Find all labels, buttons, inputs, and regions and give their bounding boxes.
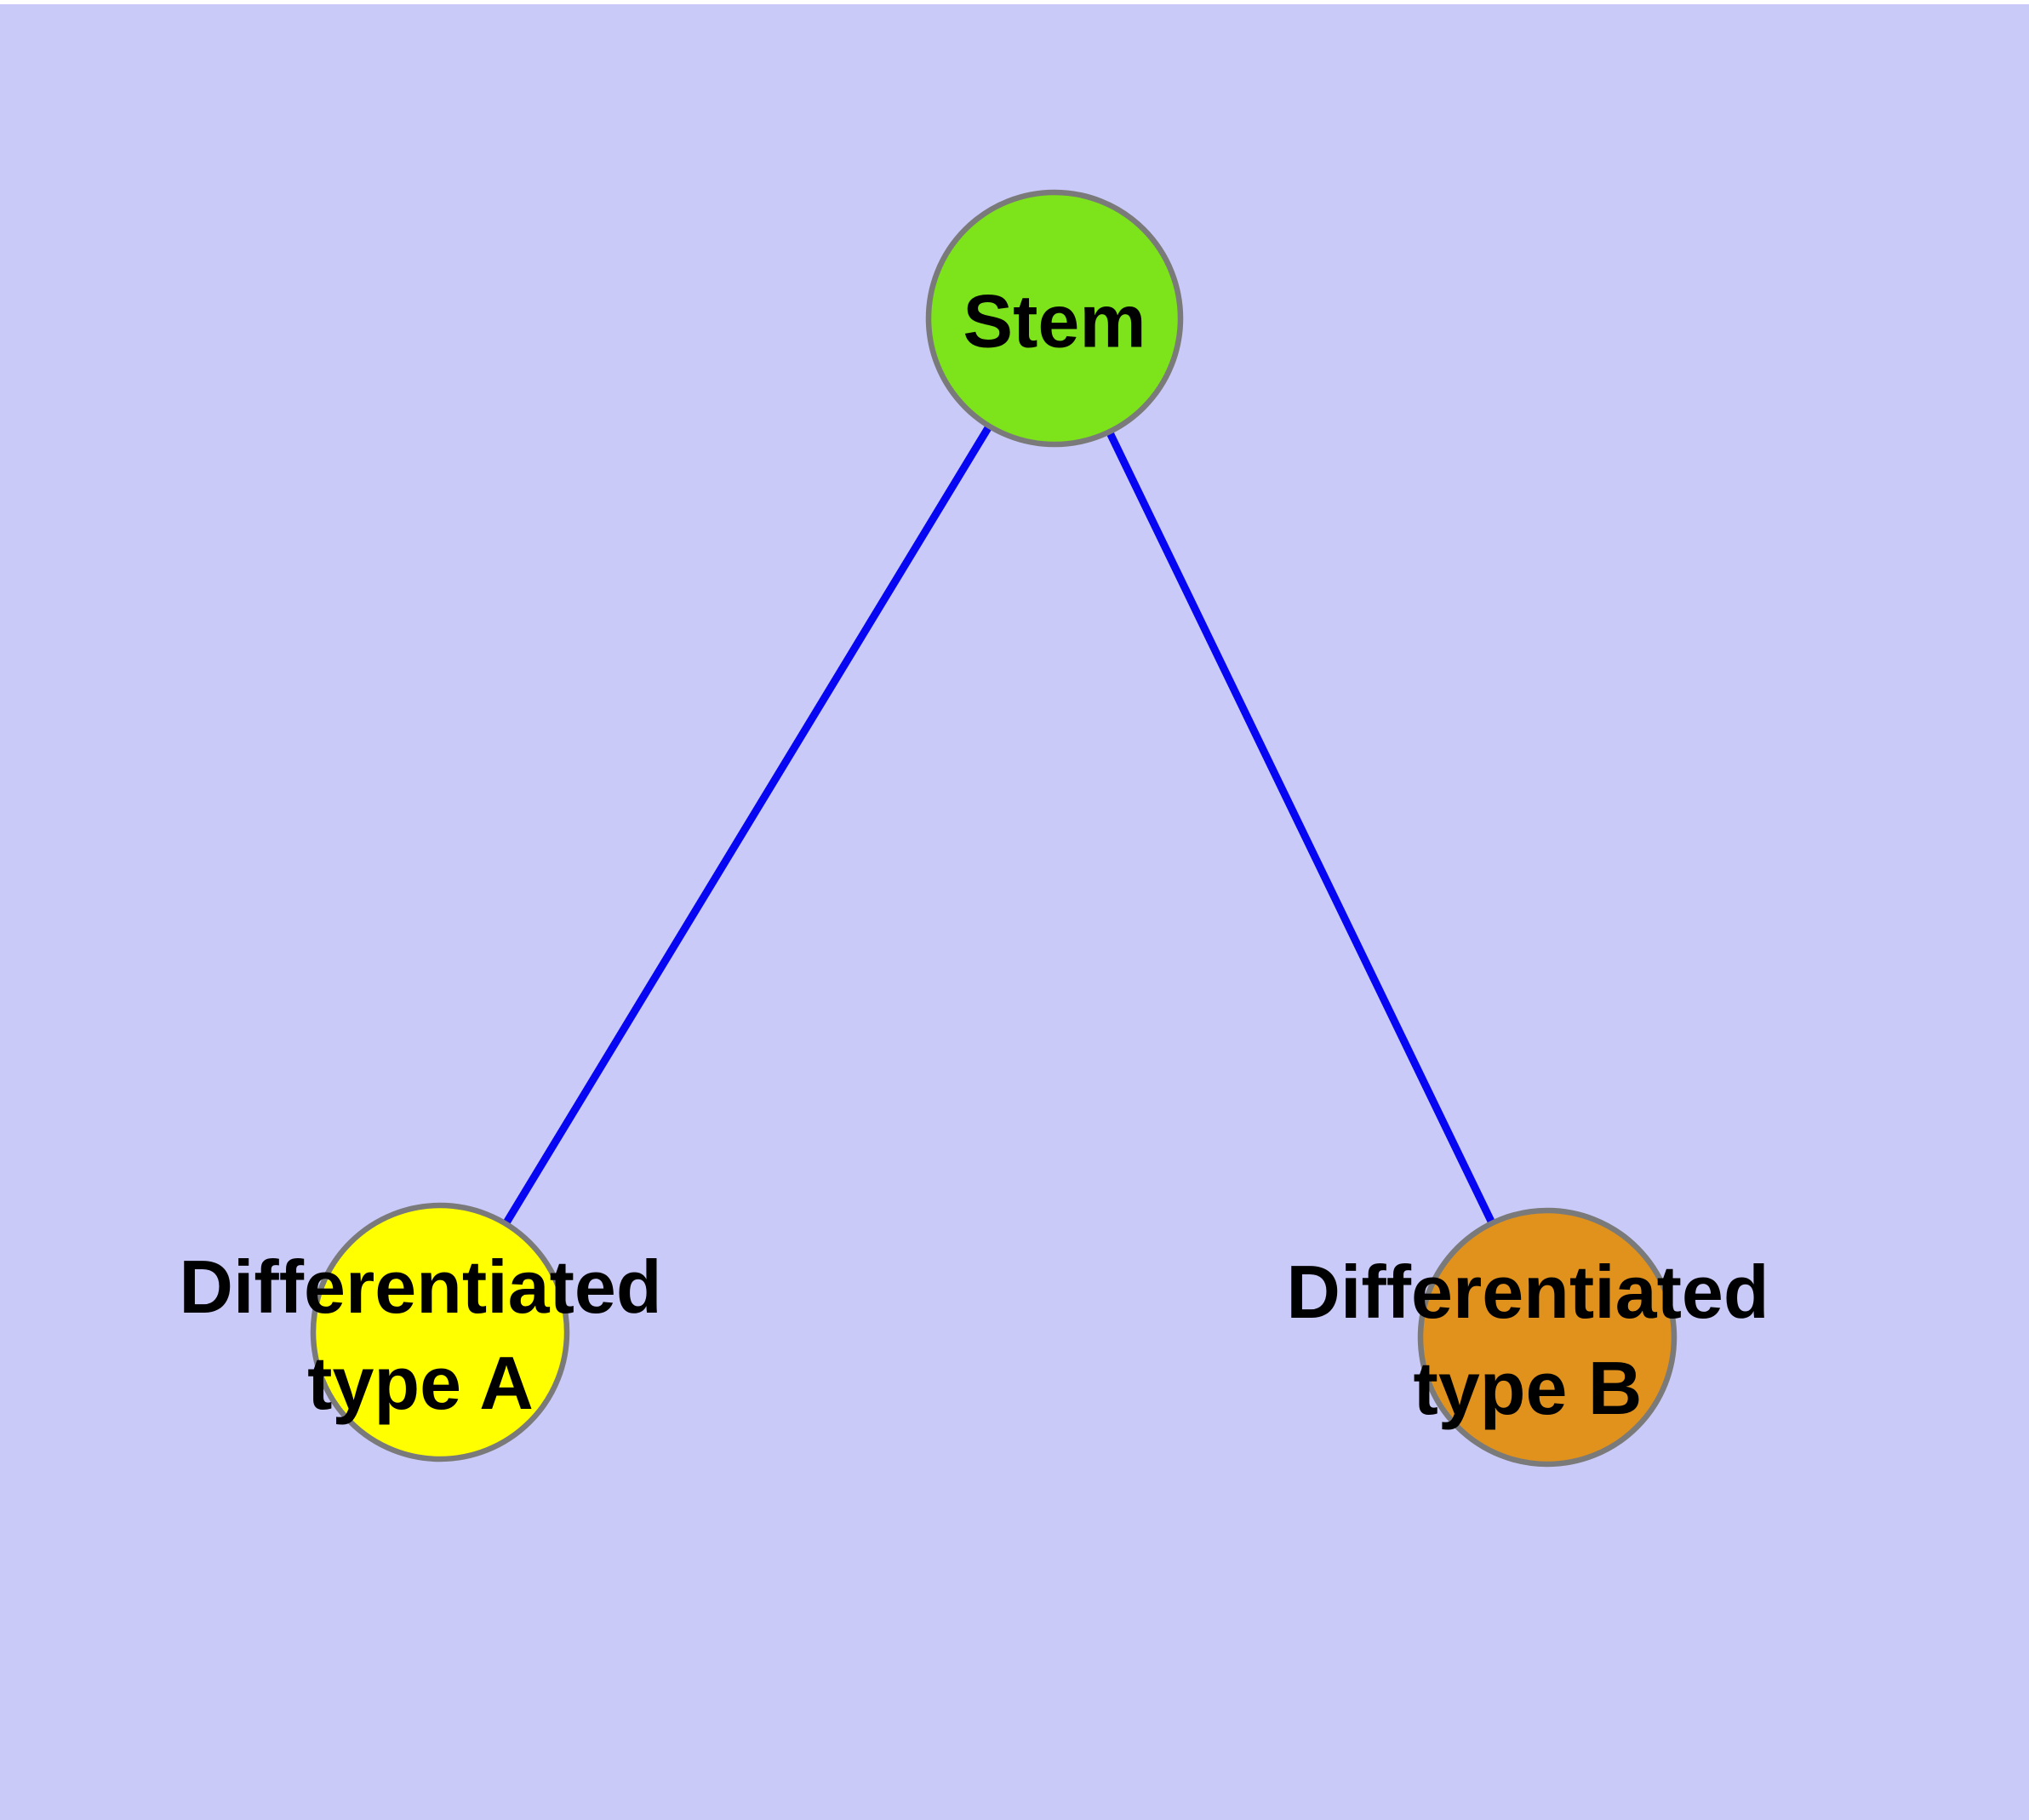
edge-stem-to-type-a	[437, 316, 1058, 1335]
node-stem-circle[interactable]	[925, 189, 1184, 448]
edge-stem-to-type-b	[1050, 317, 1552, 1339]
node-type-b-label: Differentiated type B	[1286, 1244, 1769, 1436]
top-margin-strip	[0, 0, 2029, 4]
node-type-a-label: Differentiated type A	[179, 1239, 661, 1431]
node-type-a-label-line1: Differentiated	[179, 1245, 662, 1329]
node-stem-label: Stem	[963, 273, 1146, 369]
node-type-a-label-line2: type A	[307, 1341, 534, 1425]
node-type-a-circle[interactable]	[310, 1202, 570, 1462]
node-type-b-label-line1: Differentiated	[1286, 1250, 1769, 1334]
node-type-b-circle[interactable]	[1417, 1207, 1677, 1468]
node-stem-label-text: Stem	[963, 278, 1146, 363]
node-type-b-label-line2: type B	[1413, 1346, 1643, 1430]
